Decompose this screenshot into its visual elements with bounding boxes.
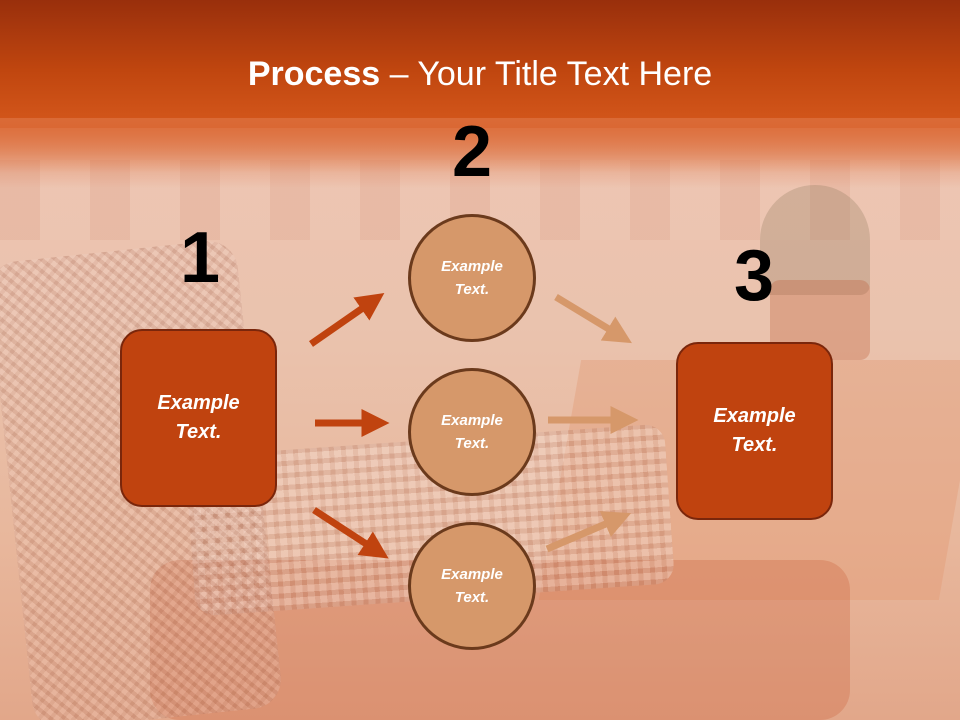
step-1-text: Example Text. bbox=[157, 392, 240, 443]
slide-title: Process – Your Title Text Here bbox=[0, 52, 960, 96]
title-bold: Process bbox=[247, 55, 381, 93]
circle-top-text: Example Text. bbox=[441, 258, 503, 298]
circle-middle-text: Example Text. bbox=[441, 412, 503, 452]
step-2-circle-bottom: Example Text. bbox=[408, 522, 536, 650]
step-number-3: 3 bbox=[733, 236, 775, 316]
step-1-box: Example Text. bbox=[120, 329, 277, 507]
arrow-1-to-bottom bbox=[312, 507, 389, 559]
arrow-top-to-3 bbox=[554, 294, 632, 344]
step-2-circle-top: Example Text. bbox=[408, 214, 536, 342]
step-number-1: 1 bbox=[179, 218, 221, 298]
arrow-1-to-top bbox=[309, 293, 385, 347]
step-number-2: 2 bbox=[451, 112, 493, 192]
circle-bottom-text: Example Text. bbox=[441, 566, 503, 606]
step-3-box: Example Text. bbox=[676, 342, 833, 520]
title-rest: – Your Title Text Here bbox=[380, 55, 713, 93]
step-3-text: Example Text. bbox=[713, 405, 796, 456]
step-2-circle-middle: Example Text. bbox=[408, 368, 536, 496]
arrow-bottom-to-3 bbox=[545, 511, 632, 553]
